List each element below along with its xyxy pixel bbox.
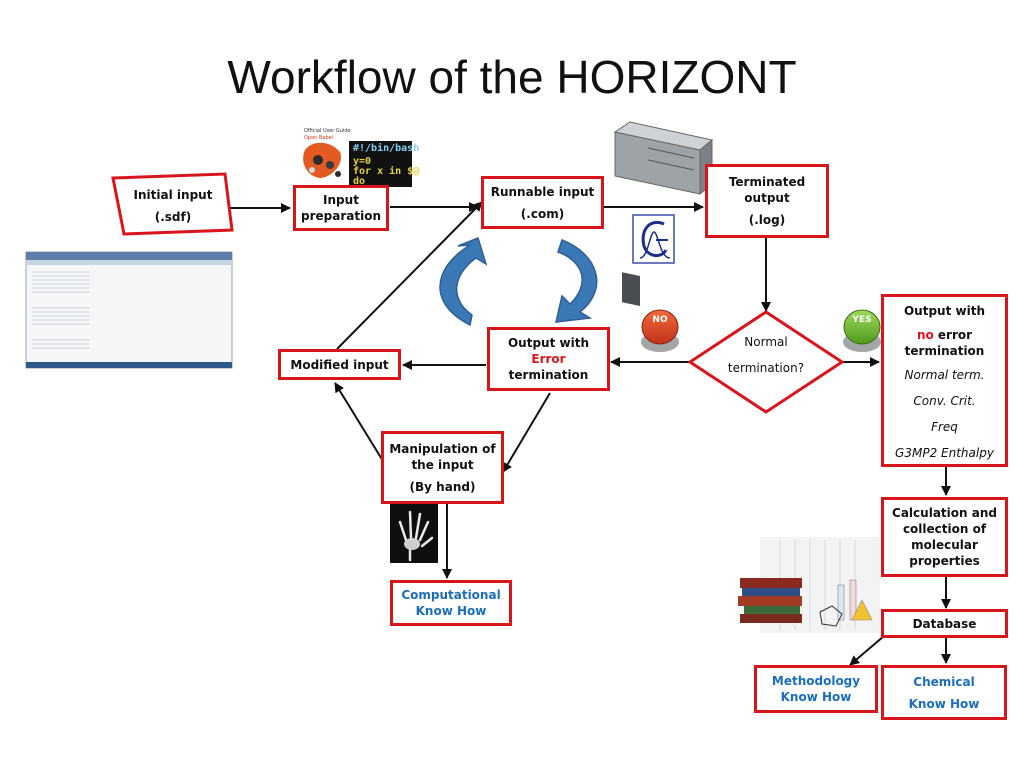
computational-line1: Computational [401, 588, 501, 602]
terminal-line-3: for x in $@ [353, 165, 419, 177]
decision-line1: Normal [744, 335, 788, 349]
arrows [230, 201, 951, 666]
box-initial-input: Initial input (.sdf) [118, 180, 228, 232]
box-methodology-know-how: Methodology Know How [754, 665, 878, 713]
database-label: Database [912, 616, 977, 631]
decision-diamond [687, 310, 845, 414]
output-noerror-item3: Freq [931, 420, 958, 434]
server-icon [613, 121, 714, 307]
box-input-preparation: Input preparation [293, 185, 389, 231]
output-noerror-item4: G3MP2 Enthalpy [895, 446, 994, 460]
terminal-line-1: #!/bin/bash [353, 142, 419, 154]
terminal-line-4: do [353, 176, 365, 187]
initial-input-format: (.sdf) [154, 210, 192, 224]
open-babel-guide-title: Open Babel [304, 135, 333, 141]
manipulation-line1: Manipulation of [389, 441, 496, 456]
runnable-input-format: (.com) [520, 206, 565, 221]
terminated-output-format: (.log) [748, 213, 786, 227]
arrow-database-to-methodology [849, 635, 885, 666]
computational-line2: Know How [415, 604, 487, 618]
box-terminated-output: Terminated output (.log) [705, 164, 829, 238]
input-preparation-line2: preparation [301, 209, 381, 223]
decision-line2: termination? [727, 361, 805, 375]
box-output-error: Output with Error termination [487, 327, 610, 391]
box-manipulation: Manipulation of the input (By hand) [381, 431, 504, 504]
output-error-line3: termination [508, 368, 589, 382]
terminal-line-2: y=0 [353, 156, 371, 167]
decision-text: Normal termination? [706, 334, 826, 376]
terminated-output-line2: output [744, 191, 790, 205]
chemical-line1: Chemical [913, 674, 975, 689]
chemical-line2: Know How [908, 696, 980, 711]
no-button-icon: NO [641, 309, 679, 352]
output-noerror-line2: no error [917, 327, 972, 343]
calculation-line1: Calculation and [892, 506, 997, 520]
books-and-lab-icon [738, 537, 880, 633]
output-noerror-no-word: no [916, 328, 934, 342]
calculation-line4: properties [909, 554, 980, 568]
box-calculation: Calculation and collection of molecular … [881, 497, 1008, 577]
open-babel-guide-icon: Official User Guide Open Babel [301, 124, 351, 184]
manipulation-line3: (By hand) [409, 479, 476, 494]
box-chemical-know-how: Chemical Know How [881, 665, 1007, 720]
arrow-modified-to-runnable [336, 201, 483, 350]
methodology-line2: Know How [780, 690, 852, 704]
output-noerror-error-word: error [937, 328, 973, 342]
box-runnable-input: Runnable input (.com) [481, 176, 604, 229]
xray-hand-icon [390, 503, 438, 563]
arrow-error-to-manipulation [502, 392, 551, 473]
calculation-line2: collection of [902, 522, 987, 536]
gaussian-logo-icon [632, 214, 675, 264]
box-output-no-error: Output with no error termination Normal … [881, 294, 1008, 467]
no-button-label: NO [652, 315, 668, 325]
output-noerror-item1: Normal term. [904, 368, 985, 382]
modified-input-label: Modified input [290, 357, 389, 372]
open-babel-guide-subtitle: Official User Guide [304, 128, 351, 134]
box-database: Database [881, 609, 1008, 638]
yes-button-label: YES [851, 315, 871, 325]
terminated-output-line1: Terminated [728, 175, 806, 189]
box-computational-know-how: Computational Know How [390, 580, 512, 626]
output-noerror-line3: termination [904, 344, 985, 358]
yes-button-icon: YES [843, 309, 881, 352]
output-noerror-item2: Conv. Crit. [913, 394, 976, 408]
initial-input-label: Initial input [133, 188, 213, 202]
cycle-arrows-icon [439, 237, 598, 327]
arrow-manipulation-to-modified [334, 382, 384, 462]
output-noerror-line1: Output with [903, 304, 985, 318]
methodology-line1: Methodology [771, 674, 861, 688]
output-error-line1: Output with [507, 336, 589, 350]
bash-terminal-icon: #!/bin/bash y=0 for x in $@ do [349, 141, 419, 187]
spreadsheet-screenshot-icon [25, 251, 233, 369]
output-error-error-word: Error [531, 352, 566, 366]
initial-input-shape [111, 172, 234, 236]
runnable-input-line1: Runnable input [490, 184, 595, 199]
calculation-line3: molecular [911, 538, 978, 552]
page-title: Workflow of the HORIZONT [227, 51, 797, 103]
input-preparation-line1: Input [323, 193, 359, 207]
manipulation-line2: the input [411, 457, 474, 472]
box-modified-input: Modified input [278, 349, 401, 380]
